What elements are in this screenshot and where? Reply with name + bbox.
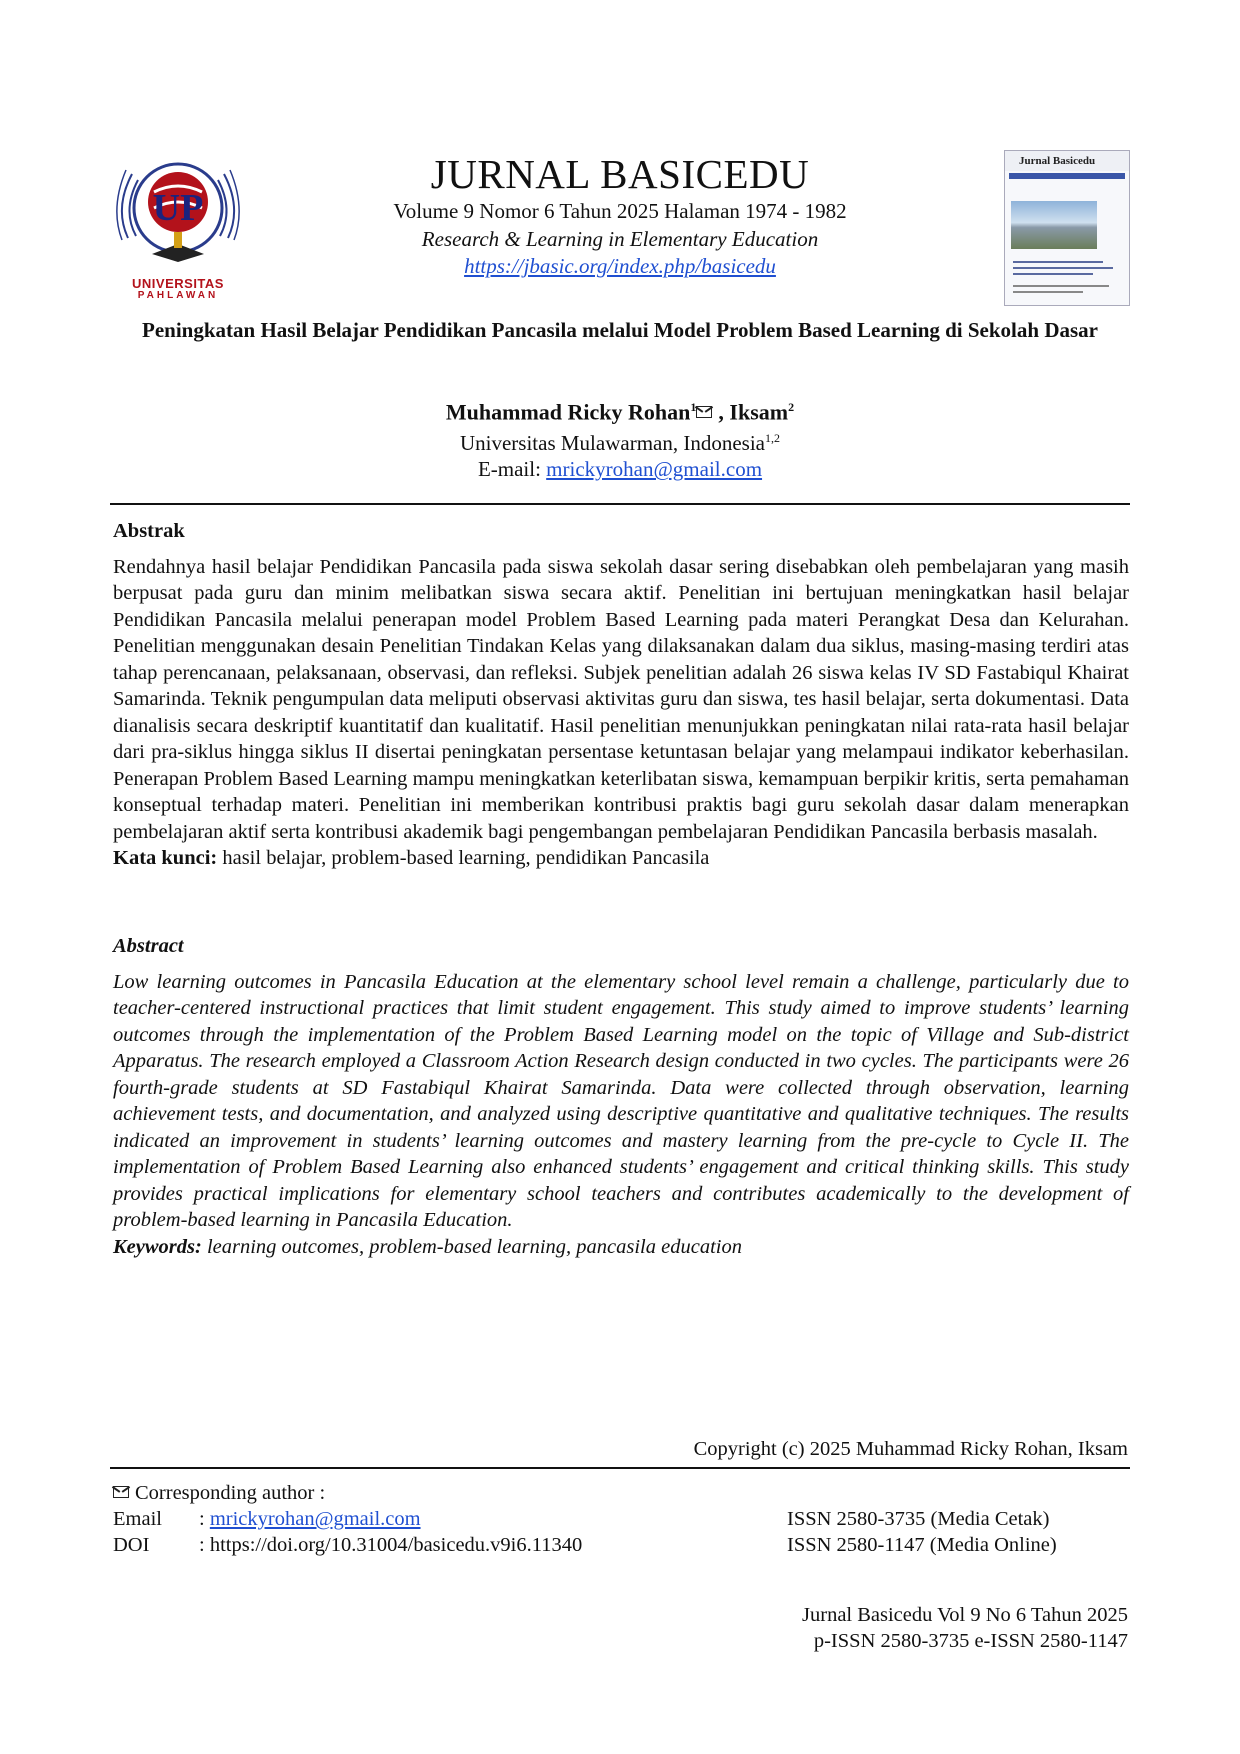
abstract-section: Abstract Low learning outcomes in Pancas… xyxy=(113,933,1129,1260)
doi-label: DOI xyxy=(113,1534,150,1556)
keywords: Keywords: learning outcomes, problem-bas… xyxy=(113,1234,1129,1261)
top-divider xyxy=(110,503,1130,505)
cover-photo xyxy=(1011,201,1097,249)
author-2: Iksam xyxy=(729,399,789,425)
university-logo: UP UNIVERSITAS PAHLAWAN xyxy=(114,150,242,302)
bottom-divider xyxy=(110,1467,1130,1469)
doi-value: : https://doi.org/10.31004/basicedu.v9i6… xyxy=(199,1534,583,1556)
cover-text-line xyxy=(1013,291,1083,293)
cover-bar xyxy=(1009,173,1125,179)
logo-text-pahlawan: PAHLAWAN xyxy=(137,290,219,301)
envelope-icon xyxy=(113,1486,129,1498)
abstract-text: Low learning outcomes in Pancasila Educa… xyxy=(113,970,1129,1232)
kata-kunci-text: hasil belajar, problem-based learning, p… xyxy=(217,847,710,869)
journal-title: JURNAL BASICEDU xyxy=(430,151,810,197)
abstrak-heading: Abstrak xyxy=(113,520,185,542)
copyright-notice: Copyright (c) 2025 Muhammad Ricky Rohan,… xyxy=(693,1438,1128,1460)
email-label: E-mail: xyxy=(477,457,547,482)
author-names: Muhammad Ricky Rohan1, Iksam2 xyxy=(110,394,1130,425)
affiliation-sup: 1,2 xyxy=(765,431,780,446)
abstract-heading: Abstract xyxy=(113,935,184,957)
author-2-sup: 2 xyxy=(788,400,795,414)
cover-text-line xyxy=(1013,285,1109,287)
email-line: E-mail: mrickyrohan@gmail.com xyxy=(110,456,1130,482)
corresponding-label: Corresponding author : xyxy=(135,1482,326,1504)
abstrak-text: Rendahnya hasil belajar Pendidikan Panca… xyxy=(113,555,1129,843)
journal-cover-thumbnail: Jurnal Basicedu xyxy=(1004,150,1130,306)
affiliation-text: Universitas Mulawarman, Indonesia xyxy=(459,431,765,456)
affiliation: Universitas Mulawarman, Indonesia1,2 xyxy=(110,425,1130,456)
keywords-label: Keywords: xyxy=(113,1235,202,1258)
journal-url-link[interactable]: https://jbasic.org/index.php/basicedu xyxy=(464,254,776,278)
cover-text-line xyxy=(1013,273,1093,275)
footer-journal-line: Jurnal Basicedu Vol 9 No 6 Tahun 2025 xyxy=(802,1604,1128,1626)
university-emblem-icon: UP xyxy=(116,162,240,262)
journal-volume: Volume 9 Nomor 6 Tahun 2025 Halaman 1974… xyxy=(393,199,847,223)
keywords-text: learning outcomes, problem-based learnin… xyxy=(201,1235,742,1258)
journal-subtitle: Research & Learning in Elementary Educat… xyxy=(421,227,819,251)
kata-kunci-label: Kata kunci: xyxy=(113,847,218,869)
logo-text-universitas: UNIVERSITAS xyxy=(132,276,224,291)
page-footer: Jurnal Basicedu Vol 9 No 6 Tahun 2025 p-… xyxy=(802,1602,1128,1654)
footer-issn-line: p-ISSN 2580-3735 e-ISSN 2580-1147 xyxy=(813,1630,1128,1652)
journal-masthead: JURNAL BASICEDU Volume 9 Nomor 6 Tahun 2… xyxy=(300,150,940,280)
email-separator: : xyxy=(199,1508,210,1530)
cover-title: Jurnal Basicedu xyxy=(1005,151,1129,171)
article-title: Peningkatan Hasil Belajar Pendidikan Pan… xyxy=(142,318,1098,342)
abstrak-section: Abstrak Rendahnya hasil belajar Pendidik… xyxy=(113,518,1129,872)
cover-text-line xyxy=(1013,267,1113,269)
kata-kunci: Kata kunci: hasil belajar, problem-based… xyxy=(113,845,1129,872)
issn-print: ISSN 2580-3735 (Media Cetak) xyxy=(787,1508,1050,1530)
svg-text:UP: UP xyxy=(153,187,204,229)
author-1: Muhammad Ricky Rohan xyxy=(445,399,691,425)
cover-text-line xyxy=(1013,261,1103,263)
corresponding-author-block: Corresponding author : Email : mrickyroh… xyxy=(113,1480,1129,1558)
footer-email-link[interactable]: mrickyrohan@gmail.com xyxy=(209,1508,421,1530)
author-block: Muhammad Ricky Rohan1, Iksam2 Universita… xyxy=(110,394,1130,482)
author-separator: , xyxy=(718,399,730,425)
envelope-icon xyxy=(696,406,713,419)
issn-online: ISSN 2580-1147 (Media Online) xyxy=(787,1534,1057,1556)
email-row-label: Email xyxy=(113,1508,162,1530)
author-1-sup: 1 xyxy=(690,400,697,414)
author-email-link[interactable]: mrickyrohan@gmail.com xyxy=(546,457,763,482)
